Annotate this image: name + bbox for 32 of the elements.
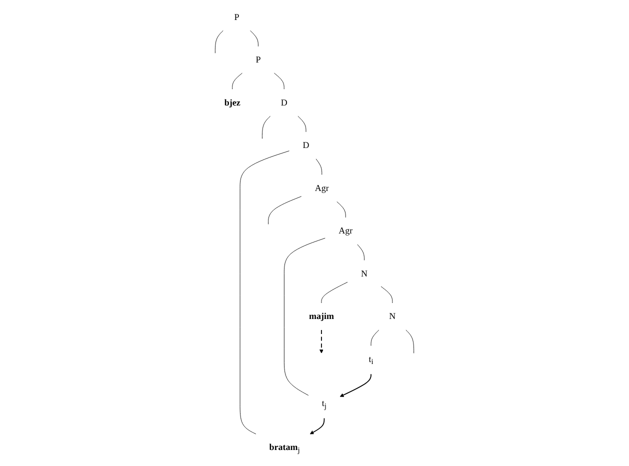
connector xyxy=(214,30,224,54)
node-text: t$_{i}$ xyxy=(368,354,374,366)
connector xyxy=(250,30,258,47)
connector xyxy=(298,116,306,132)
connector xyxy=(316,158,322,175)
connector xyxy=(336,201,346,218)
node-text: D xyxy=(280,98,288,108)
connector xyxy=(262,116,270,139)
connector xyxy=(406,330,414,354)
connector xyxy=(274,72,284,90)
connector xyxy=(380,286,393,304)
node-text: majim xyxy=(308,312,334,322)
node-text: N xyxy=(389,312,396,322)
connector xyxy=(284,238,326,396)
connector xyxy=(240,150,290,434)
node-text: P xyxy=(234,12,240,22)
connector xyxy=(370,330,380,346)
node-text: bratam$_{j}$ xyxy=(269,442,300,454)
node-text: bjez xyxy=(224,98,240,108)
connector xyxy=(321,282,348,304)
arrow xyxy=(319,330,324,354)
node-text: t$_{j}$ xyxy=(322,398,327,410)
arrow xyxy=(340,374,372,397)
node-text: D xyxy=(302,140,310,150)
connector xyxy=(268,196,302,224)
node-text: Agr xyxy=(314,183,329,194)
node-text: N xyxy=(361,268,368,279)
node-text: P xyxy=(256,54,261,65)
node-text: Agr xyxy=(338,226,353,236)
connector xyxy=(232,72,242,90)
connector xyxy=(357,244,364,260)
arrow xyxy=(310,418,325,434)
